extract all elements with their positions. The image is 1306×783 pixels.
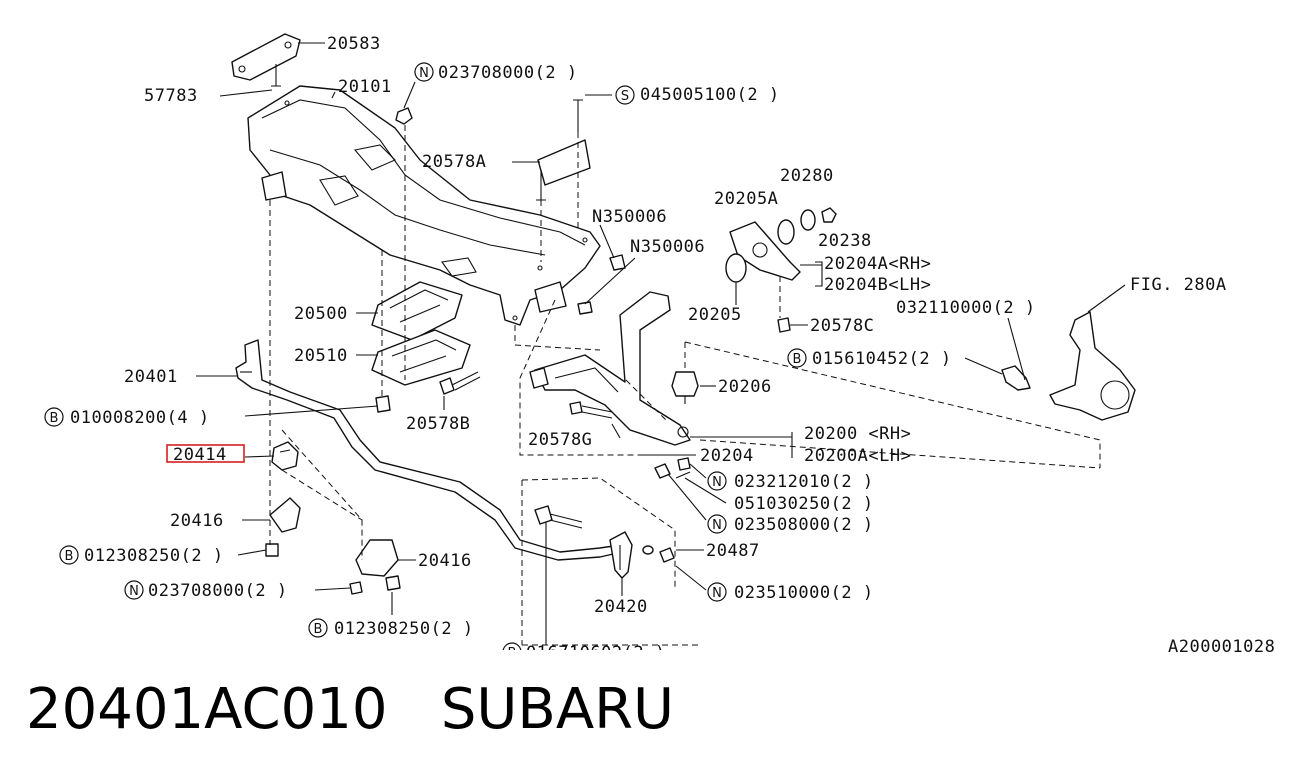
bushing-20414-drawing bbox=[271, 441, 299, 471]
figure-code-visible: A200001028 bbox=[1168, 637, 1275, 657]
part-labels: 20583 57783 20101 023708000(2 ) 04500510… bbox=[70, 34, 1227, 663]
label-20200: 20200 <RH> bbox=[804, 424, 911, 444]
label-20487: 20487 bbox=[706, 541, 760, 561]
label-fig-280A: FIG. 280A bbox=[1130, 275, 1227, 295]
page-title: 20401AC010 SUBARU bbox=[26, 677, 675, 742]
label-20578B: 20578B bbox=[406, 414, 470, 434]
bolt-20578B-drawing bbox=[439, 371, 481, 395]
label-015610452: 015610452(2 ) bbox=[812, 349, 952, 369]
label-20204: 20204 bbox=[700, 446, 754, 466]
label-012308250-b: 012308250(2 ) bbox=[334, 619, 474, 639]
svg-text:N: N bbox=[129, 584, 139, 599]
label-20578C: 20578C bbox=[810, 316, 874, 336]
dashed-guides bbox=[269, 125, 1101, 646]
svg-text:N: N bbox=[712, 475, 722, 490]
small-nuts-drawing bbox=[577, 254, 691, 479]
label-023212010: 023212010(2 ) bbox=[734, 472, 874, 492]
svg-text:B: B bbox=[50, 411, 59, 426]
label-012308250-a: 012308250(2 ) bbox=[84, 546, 224, 566]
label-20583: 20583 bbox=[327, 34, 381, 54]
label-20204B: 20204B<LH> bbox=[824, 275, 931, 295]
label-20416-b: 20416 bbox=[418, 551, 472, 571]
clamp-bolts-drawing bbox=[265, 395, 401, 595]
label-20200A: 20200A<LH> bbox=[804, 446, 911, 466]
clamp-20416-drawing bbox=[269, 497, 399, 577]
label-20280: 20280 bbox=[780, 166, 834, 186]
label-57783: 57783 bbox=[144, 86, 198, 106]
circled-prefixes: N S B B N N B N N B B bbox=[44, 62, 807, 662]
label-20401: 20401 bbox=[124, 367, 178, 387]
label-20205A: 20205A bbox=[714, 189, 778, 209]
nut-top-drawing bbox=[395, 107, 413, 125]
svg-text:B: B bbox=[65, 549, 74, 564]
label-010008200: 010008200(4 ) bbox=[70, 408, 210, 428]
bolt-20578G-drawing bbox=[569, 401, 613, 419]
label-20414: 20414 bbox=[173, 445, 227, 465]
svg-text:N: N bbox=[712, 586, 722, 601]
highlight-box-20414 bbox=[166, 444, 245, 463]
label-20238: 20238 bbox=[818, 231, 872, 251]
label-20204A: 20204A<RH> bbox=[824, 254, 931, 274]
label-20510: 20510 bbox=[294, 346, 348, 366]
label-051030250: 051030250(2 ) bbox=[734, 494, 874, 514]
svg-text:B: B bbox=[793, 352, 802, 367]
svg-text:N: N bbox=[712, 518, 722, 533]
link-bolt-drawing bbox=[534, 505, 583, 529]
label-20500: 20500 bbox=[294, 304, 348, 324]
label-20578G: 20578G bbox=[528, 430, 592, 450]
label-20205: 20205 bbox=[688, 305, 742, 325]
label-N350006-b: N350006 bbox=[630, 237, 705, 257]
leader-lines bbox=[196, 42, 1126, 645]
label-20206: 20206 bbox=[718, 377, 772, 397]
label-20578A: 20578A bbox=[422, 152, 486, 172]
svg-text:N: N bbox=[419, 66, 429, 81]
label-20420: 20420 bbox=[594, 597, 648, 617]
bracket-20583-drawing bbox=[231, 33, 301, 87]
label-045005100: 045005100(2 ) bbox=[640, 85, 780, 105]
link-20420-drawing bbox=[609, 531, 675, 579]
label-20101: 20101 bbox=[338, 77, 392, 97]
lower-arm-drawing bbox=[529, 291, 691, 446]
label-032110000: 032110000(2 ) bbox=[896, 298, 1036, 318]
label-023708000-bot: 023708000(2 ) bbox=[148, 581, 288, 601]
svg-text:S: S bbox=[621, 89, 629, 104]
plates-20500-20510-drawing bbox=[371, 281, 471, 386]
crossmember-drawing bbox=[247, 85, 601, 326]
label-023508000: 023508000(2 ) bbox=[734, 515, 874, 535]
knuckle-drawing bbox=[1001, 311, 1136, 421]
bolt-20578A-drawing bbox=[536, 99, 591, 201]
ball-joint-20206-drawing bbox=[671, 371, 699, 404]
label-023708000-top: 023708000(2 ) bbox=[438, 63, 578, 83]
label-023510000: 023510000(2 ) bbox=[734, 583, 874, 603]
label-20416-a: 20416 bbox=[170, 511, 224, 531]
label-N350006-a: N350006 bbox=[592, 207, 667, 227]
svg-text:B: B bbox=[314, 622, 323, 637]
bushing-20204-drawing bbox=[725, 207, 837, 333]
